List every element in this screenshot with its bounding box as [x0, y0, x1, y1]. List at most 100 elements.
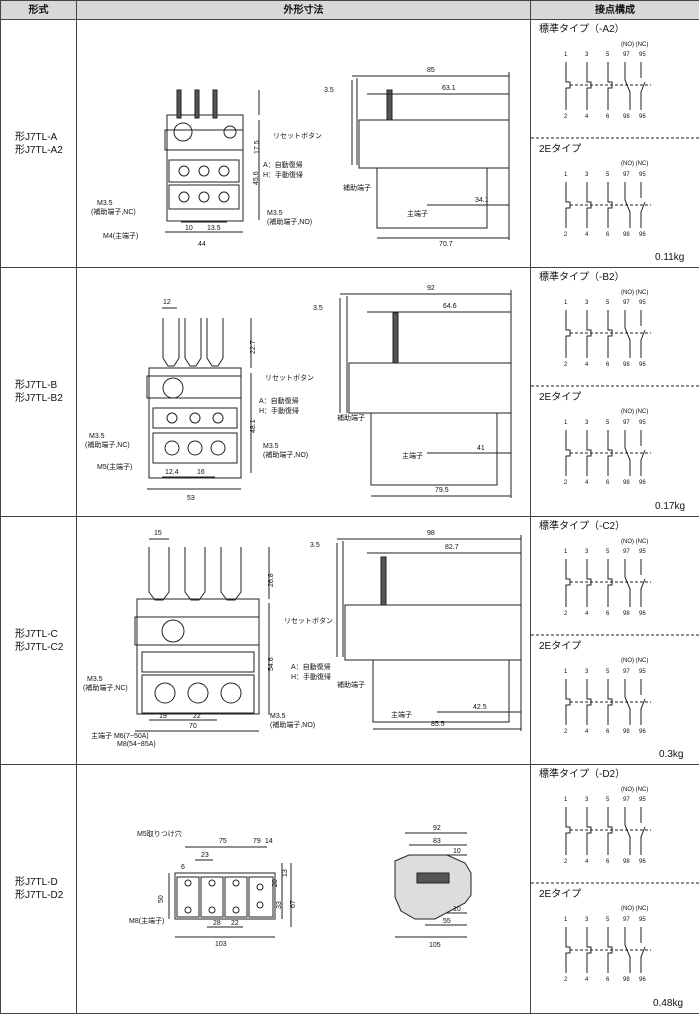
dim-label: 3.5	[324, 87, 334, 94]
nc-terminal-sub: (補助端子,NC)	[83, 683, 128, 692]
contact-diagram	[566, 182, 651, 228]
mode-h-label: H：手動復帰	[259, 406, 299, 415]
contact-diagram	[566, 807, 651, 855]
dim-label: 79.5	[435, 487, 449, 494]
no-nc-label: (NO) (NC)	[621, 42, 648, 48]
terminal-number: 96	[639, 611, 646, 617]
terminal-number: 98	[623, 114, 630, 120]
nc-terminal-label: M3.5	[89, 433, 105, 440]
weight-label: 0.11kg	[655, 252, 684, 263]
model-name: 形J7TL-B	[15, 379, 76, 392]
terminal-number: 6	[606, 114, 610, 120]
nc-terminal-label: M3.5	[87, 676, 103, 683]
terminal-number: 95	[639, 549, 646, 555]
terminal-number: 96	[639, 480, 646, 486]
terminal-number: 3	[585, 52, 589, 58]
mode-a-label: A：自動復帰	[291, 662, 331, 671]
dim-label: 19	[159, 713, 167, 720]
no-nc-label: (NO) (NC)	[621, 290, 648, 296]
nc-terminal-sub: (補助端子,NC)	[91, 207, 136, 216]
dim-label: 22	[231, 920, 239, 927]
dim-label: 34.1	[475, 197, 489, 204]
2e-type-label: 2Eタイプ	[539, 391, 581, 403]
no-nc-label: (NO) (NC)	[621, 658, 648, 664]
terminal-number: 4	[585, 480, 589, 486]
no-terminal-sub: (補助端子,NO)	[263, 450, 308, 459]
dim-label: 50	[158, 895, 165, 903]
terminal-number: 5	[606, 172, 610, 178]
terminal-number: 95	[639, 797, 646, 803]
dim-label: 41	[477, 445, 485, 452]
no-terminal-label: M3.5	[270, 713, 286, 720]
terminal-number: 2	[564, 977, 568, 983]
terminal-number: 2	[564, 729, 568, 735]
terminal-number: 3	[585, 172, 589, 178]
contact-diagram	[566, 62, 651, 110]
terminal-number: 97	[623, 300, 630, 306]
reset-button-label: リセットボタン	[284, 616, 333, 625]
terminal-number: 2	[564, 480, 568, 486]
terminal-number: 6	[606, 480, 610, 486]
dim-label: 6	[181, 864, 185, 871]
dim-label: 105	[429, 942, 441, 949]
terminal-number: 5	[606, 669, 610, 675]
mode-h-label: H：手動復帰	[263, 170, 303, 179]
drawing-svg: 15 26.8 54.6 19 22 70 リセットボタン A：自動復帰 H：手…	[77, 517, 530, 764]
terminal-number: 4	[585, 977, 589, 983]
dim-label: 22	[193, 713, 201, 720]
standard-type-label: 標準タイプ（-C2）	[539, 519, 625, 532]
aux-terminal-label: 補助端子	[337, 413, 365, 422]
dim-label: 17.5	[254, 140, 261, 154]
dim-label: 42.5	[473, 704, 487, 711]
dim-label: 14	[265, 838, 273, 845]
terminal-number: 3	[585, 300, 589, 306]
dim-label: 44	[198, 241, 206, 248]
model-name: 形J7TL-B2	[15, 392, 76, 405]
dimension-drawing-a: 17.5 45.6 10 13.5 44 リセットボタン A：自動復帰 H：手動…	[77, 20, 531, 268]
nc-terminal-label: M3.5	[97, 200, 113, 207]
terminal-number: 3	[585, 669, 589, 675]
terminal-number: 2	[564, 232, 568, 238]
no-nc-label: (NO) (NC)	[621, 409, 648, 415]
terminal-number: 98	[623, 232, 630, 238]
dim-label: 12	[163, 299, 171, 306]
main-terminal-label: M8(主端子)	[129, 916, 164, 925]
weight-label: 0.3kg	[659, 749, 683, 760]
no-terminal-label: M3.5	[263, 443, 279, 450]
no-nc-label: (NO) (NC)	[621, 161, 648, 167]
dim-label: 53	[187, 495, 195, 502]
terminal-number: 3	[585, 549, 589, 555]
terminal-number: 97	[623, 420, 630, 426]
no-nc-label: (NO) (NC)	[621, 539, 648, 545]
dim-label: 10	[453, 906, 461, 913]
no-terminal-sub: (補助端子,NO)	[270, 720, 315, 729]
dim-label: 85	[427, 67, 435, 74]
dimension-drawing-b: 12 22.7 48.1 12.4 16 53 リセットボタン A：自動復帰 H…	[77, 268, 531, 517]
terminal-number: 2	[564, 362, 568, 368]
dim-label: 20	[272, 879, 279, 887]
contact-diagram	[566, 559, 651, 607]
dim-label: 16	[197, 469, 205, 476]
terminal-number: 95	[639, 52, 646, 58]
terminal-number: 1	[564, 669, 568, 675]
dim-label: 13.5	[207, 225, 221, 232]
dim-label: 45.6	[253, 171, 260, 185]
no-terminal-sub: (補助端子,NO)	[267, 217, 312, 226]
mode-h-label: H：手動復帰	[291, 672, 331, 681]
terminal-number: 2	[564, 859, 568, 865]
standard-type-label: 標準タイプ（-B2）	[539, 270, 625, 283]
terminal-number: 98	[623, 859, 630, 865]
no-nc-label: (NO) (NC)	[621, 787, 648, 793]
contact-diagram	[566, 927, 651, 973]
dim-label: 10	[185, 225, 193, 232]
model-name: 形J7TL-C2	[15, 641, 76, 654]
dim-label: 63.1	[442, 85, 456, 92]
model-cell-a: 形J7TL-A 形J7TL-A2	[1, 20, 77, 268]
terminal-number: 4	[585, 232, 589, 238]
terminal-number: 5	[606, 917, 610, 923]
standard-type-label: 標準タイプ（-D2）	[539, 767, 625, 780]
model-cell-b: 形J7TL-B 形J7TL-B2	[1, 268, 77, 517]
terminal-number: 95	[639, 172, 646, 178]
terminal-number: 96	[639, 859, 646, 865]
model-name: 形J7TL-D	[15, 876, 76, 889]
